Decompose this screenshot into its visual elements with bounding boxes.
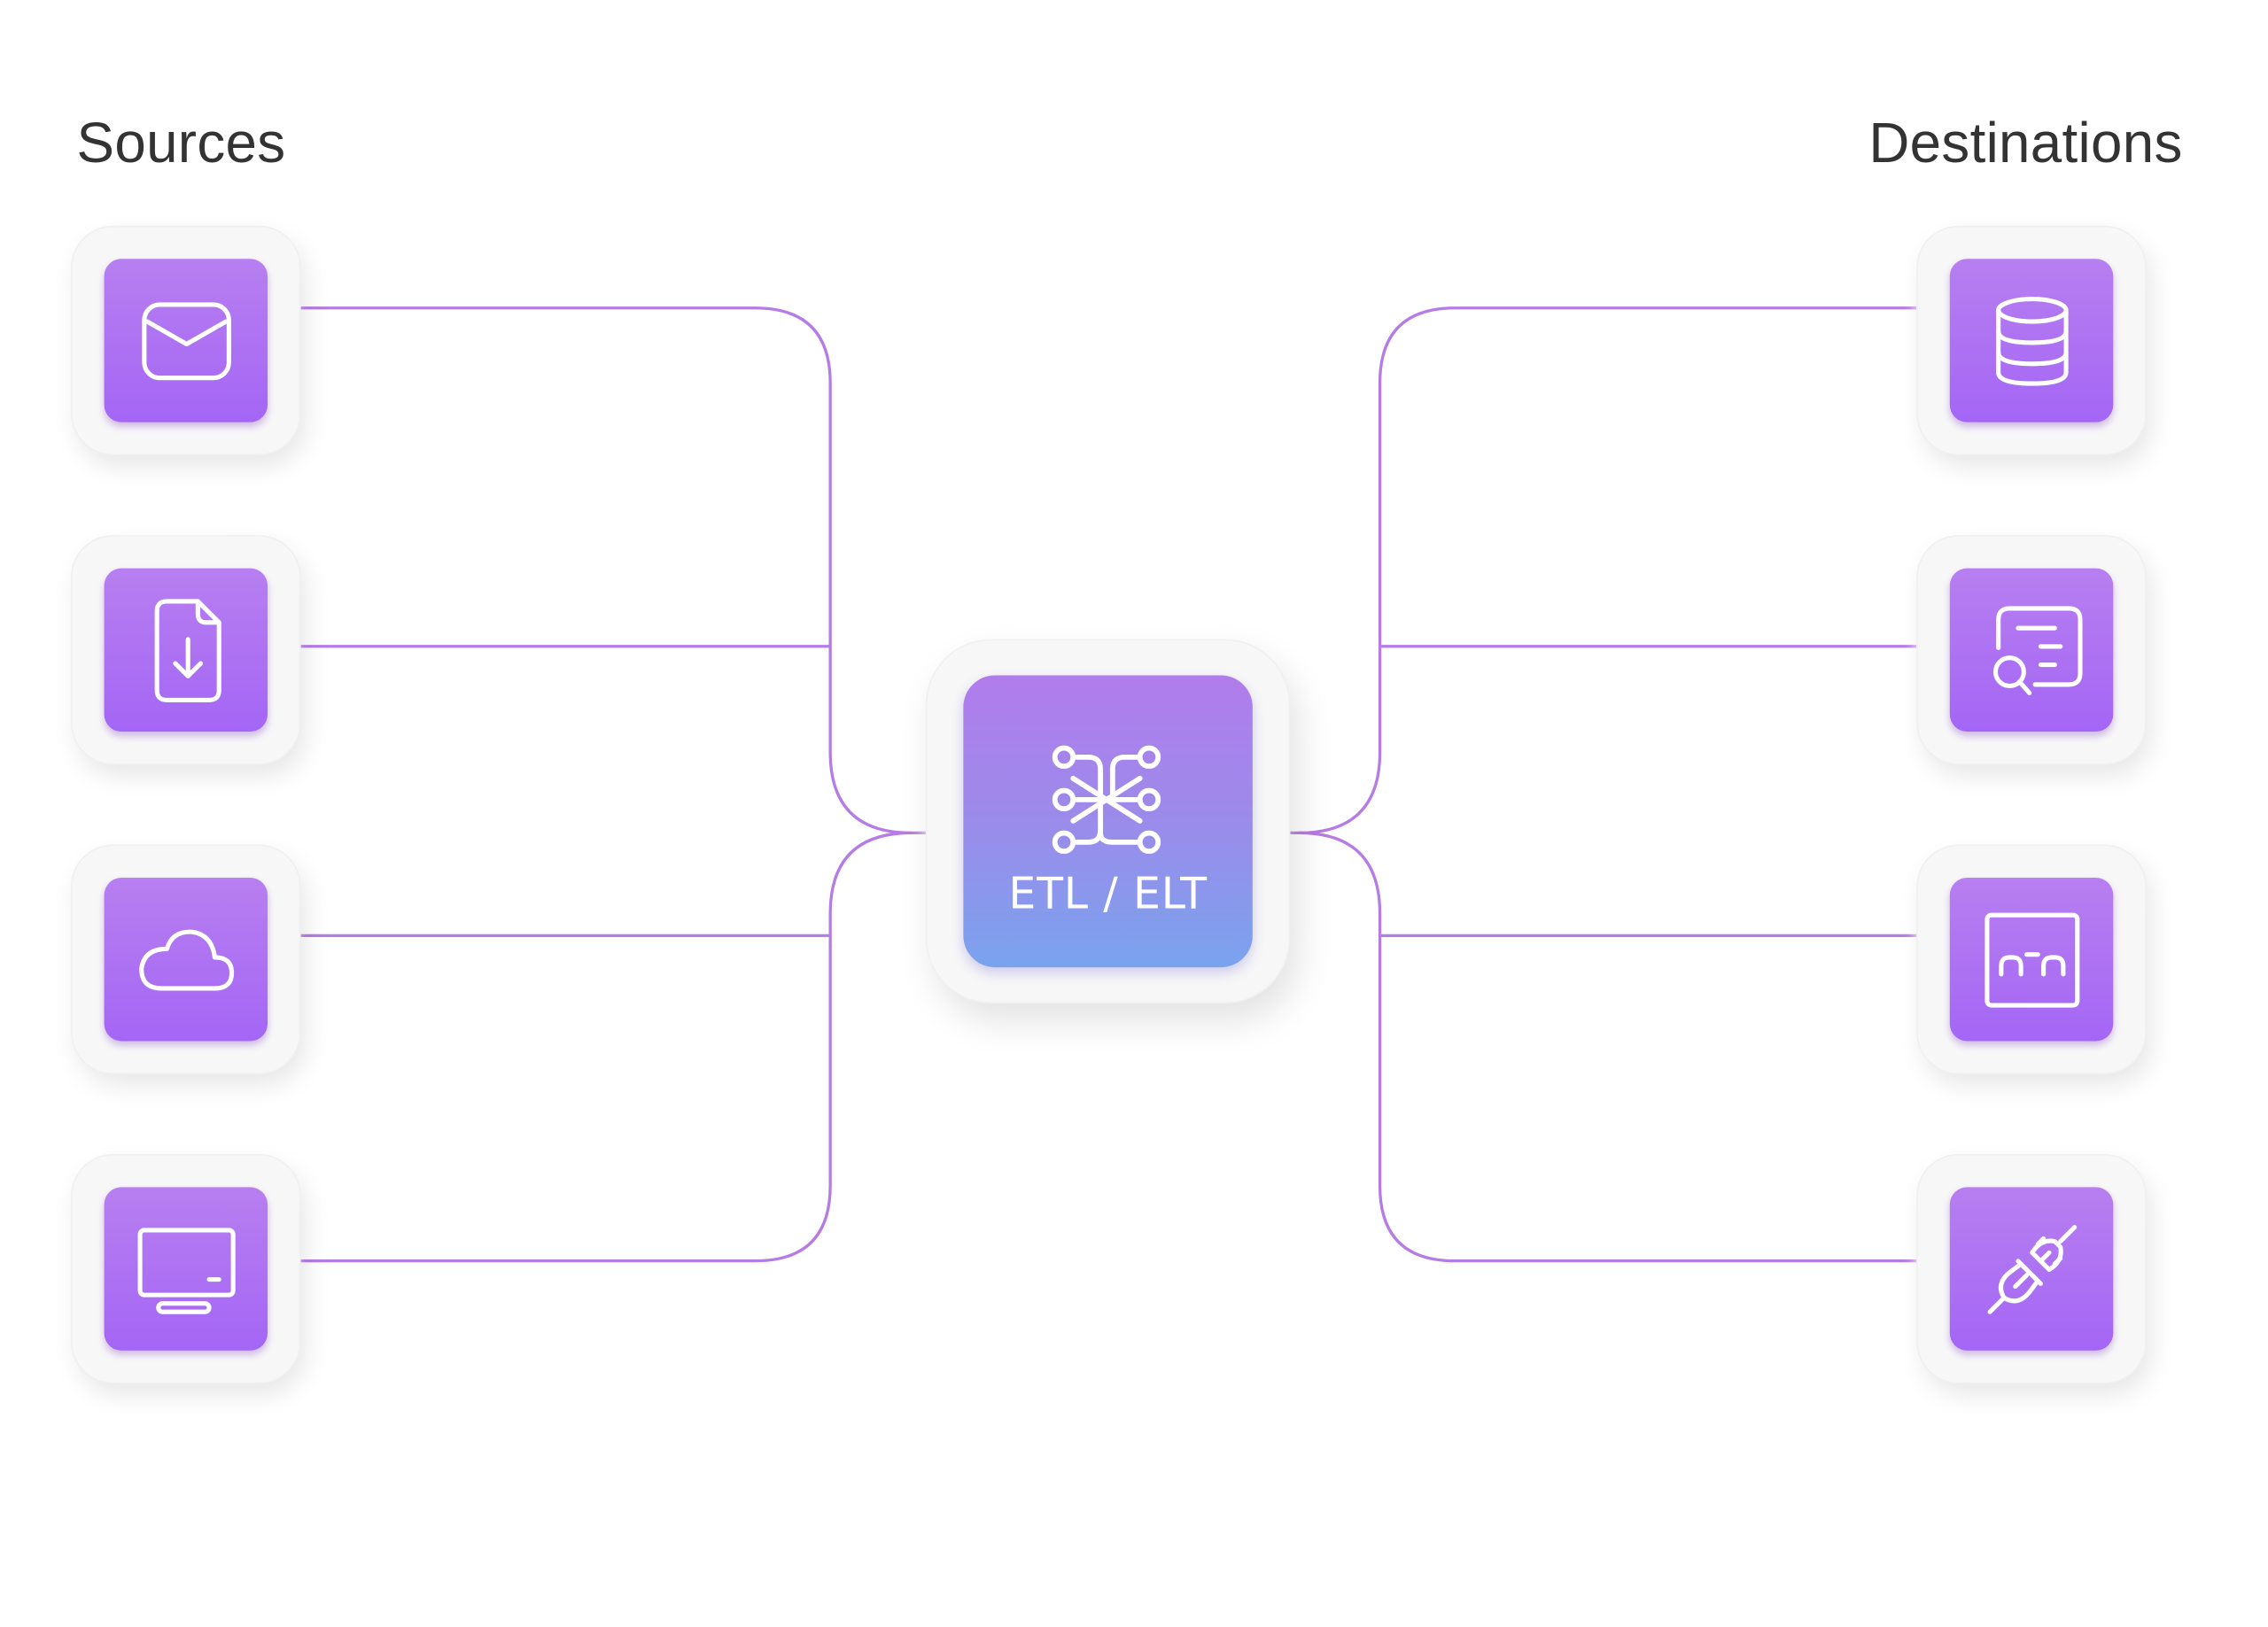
source-tile-computer xyxy=(104,1187,268,1351)
destination-tile-search-doc xyxy=(1949,568,2114,732)
file-download-icon xyxy=(153,598,221,702)
source-node-computer[interactable] xyxy=(72,1155,299,1383)
destination-tile-screen xyxy=(1949,878,2114,1042)
cloud-icon xyxy=(138,928,234,990)
desktop-computer-icon xyxy=(136,1227,235,1313)
destination-node-plug[interactable] xyxy=(1917,1155,2146,1383)
source-tile-mail xyxy=(104,259,268,422)
source-node-mail[interactable] xyxy=(72,227,299,454)
destination-tile-database xyxy=(1949,259,2114,422)
screen-icon xyxy=(1984,911,2079,1007)
plug-icon xyxy=(1986,1224,2077,1313)
source-node-cloud[interactable] xyxy=(72,846,299,1073)
pipeline-flow-icon xyxy=(1052,745,1161,855)
document-search-icon xyxy=(1992,605,2082,695)
connector-destination-4 xyxy=(1299,831,1917,1263)
database-icon xyxy=(1995,296,2068,385)
destination-node-search-doc[interactable] xyxy=(1917,536,2146,764)
sources-heading: Sources xyxy=(76,112,286,175)
connector-destination-1 xyxy=(1288,306,1917,835)
source-node-file[interactable] xyxy=(72,536,299,764)
destinations-heading: Destinations xyxy=(1868,112,2183,175)
destination-node-database[interactable] xyxy=(1917,227,2146,454)
mail-icon xyxy=(141,301,231,380)
destination-tile-plug xyxy=(1949,1187,2114,1351)
connector-source-1 xyxy=(300,306,928,835)
etl-hub-label: ETL / ELT xyxy=(1008,869,1208,920)
destination-node-screen[interactable] xyxy=(1917,846,2146,1073)
source-tile-file xyxy=(104,568,268,732)
connector-source-4 xyxy=(300,831,912,1263)
etl-hub-tile: ETL / ELT xyxy=(963,675,1253,968)
source-tile-cloud xyxy=(104,878,268,1042)
etl-hub[interactable]: ETL / ELT xyxy=(927,640,1289,1003)
